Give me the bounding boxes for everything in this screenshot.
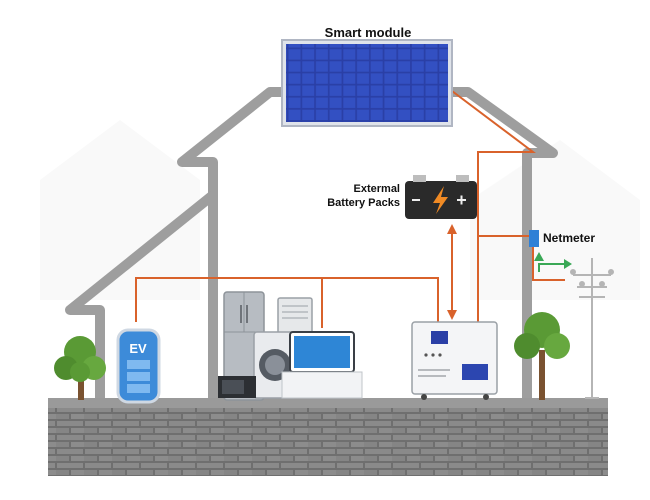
appliance-table [281, 371, 363, 399]
tree-icon-right [514, 312, 570, 400]
brick-foundation [48, 408, 608, 476]
ev-charger-icon [116, 328, 161, 404]
solar-panel-icon [281, 39, 453, 127]
ground-strip [48, 398, 608, 408]
ev-label: EV [129, 341, 147, 356]
bolt-icon [433, 186, 448, 214]
battery-label-line2: Battery Packs [327, 197, 400, 209]
netmeter-icon [529, 230, 539, 247]
netmeter-label: Netmeter [543, 231, 595, 245]
utility-pole-icon [570, 258, 614, 399]
inverter-icon [411, 321, 498, 400]
grid-arrow [534, 252, 572, 272]
microwave-icon [218, 376, 256, 398]
battery-label-line1: Extermal [354, 183, 400, 195]
solar-module-label: Smart module [325, 25, 412, 40]
wiring [135, 87, 565, 328]
battery-inverter-arrow [447, 224, 457, 320]
background-silhouette [40, 120, 640, 300]
air-conditioner-icon [277, 297, 313, 335]
wire-house-circuit [135, 277, 439, 322]
tree-icon-left [54, 336, 106, 400]
wire-netmeter-to-grid [532, 246, 565, 281]
monitor-icon [289, 331, 355, 373]
